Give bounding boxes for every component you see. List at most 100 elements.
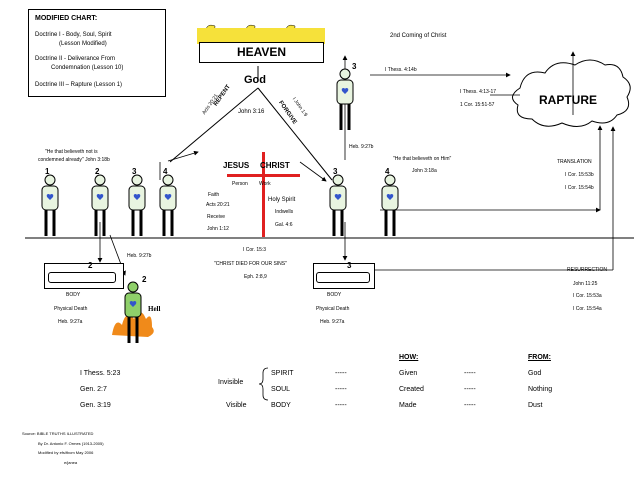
condemned-already: condemned already" John 3:18b bbox=[38, 157, 110, 163]
row2-dash1: ----- bbox=[335, 386, 347, 393]
row1-ref: I Thess. 5:23 bbox=[80, 370, 121, 377]
figure-3 bbox=[128, 174, 146, 236]
row2-from: Nothing bbox=[528, 386, 553, 393]
gal-46: Gal. 4:6 bbox=[275, 222, 293, 228]
legend-doctrine2: Doctrine II - Deliverance From bbox=[35, 56, 116, 62]
john-112: John 1:12 bbox=[207, 226, 229, 232]
cross-vertical bbox=[262, 152, 265, 237]
translation-label: TRANSLATION bbox=[557, 159, 592, 165]
tomb-left-number: 2 bbox=[88, 261, 93, 270]
christ-label: CHRIST bbox=[260, 161, 290, 170]
believeth-not: "He that believeth not is bbox=[45, 149, 98, 155]
row1-part: SPIRIT bbox=[271, 370, 294, 377]
holy-spirit-label: Holy Spirit bbox=[268, 197, 296, 203]
source-line2: By Dr. Antonio F. Ormes (1913-2005) bbox=[38, 441, 104, 446]
source-line1: Source: BIBLE TRUTHS ILLUSTRATED bbox=[22, 431, 94, 436]
work-label: Work bbox=[259, 181, 271, 187]
cor-1554b: I Cor. 15:54b bbox=[565, 185, 594, 191]
row2-ref: Gen. 2:7 bbox=[80, 386, 107, 393]
row3-part: BODY bbox=[271, 402, 291, 409]
cor-1553a: I Cor. 15:53a bbox=[573, 293, 602, 299]
god-label: God bbox=[244, 74, 266, 86]
how-header: HOW: bbox=[399, 354, 419, 361]
from-header: FROM: bbox=[528, 354, 551, 361]
figure-number-3: 3 bbox=[132, 167, 137, 176]
figure-number-1: 1 bbox=[45, 167, 50, 176]
hell-figure bbox=[124, 281, 142, 343]
legend-doctrine1-sub: (Lesson Modified) bbox=[59, 41, 107, 47]
row3-from: Dust bbox=[528, 402, 543, 409]
thess-414b: I Thess. 4:14b bbox=[385, 67, 417, 73]
physical-death-right: Physical Death bbox=[316, 306, 350, 312]
person-label: Person bbox=[232, 181, 248, 187]
heb-927b-top: Heb. 9:27b bbox=[349, 144, 374, 150]
cor-1553b: I Cor. 15:53b bbox=[565, 172, 594, 178]
figure-3-top bbox=[336, 68, 354, 130]
figure-number-2: 2 bbox=[95, 167, 100, 176]
eph-289: Eph. 2:8,9 bbox=[244, 274, 267, 280]
john-318a: John 3:18a bbox=[412, 168, 437, 174]
rapture-cloud bbox=[512, 59, 631, 127]
coffin-right bbox=[316, 272, 370, 283]
heb-927b: Heb. 9:27b bbox=[127, 253, 152, 259]
heart-icon bbox=[46, 194, 54, 200]
tomb-left bbox=[44, 263, 124, 289]
legend-box: MODIFIED CHART: Doctrine I - Body, Soul,… bbox=[28, 9, 166, 97]
heart-icon bbox=[96, 194, 104, 200]
heart-icon bbox=[133, 194, 141, 200]
legend-doctrine1: Doctrine I - Body, Soul, Spirit bbox=[35, 32, 112, 38]
row3-how: Made bbox=[399, 402, 417, 409]
legend-doctrine3: Doctrine III – Rapture (Lesson 1) bbox=[35, 82, 123, 88]
figure-4 bbox=[159, 174, 177, 236]
visible-label: Visible bbox=[226, 402, 247, 409]
thess-413: I Thess. 4:13-17 bbox=[460, 89, 497, 95]
heaven-box: HEAVEN bbox=[199, 42, 324, 63]
row3-dash1: ----- bbox=[335, 402, 347, 409]
faith-label: Faith bbox=[208, 192, 220, 198]
figure-number-4-right: 4 bbox=[385, 167, 390, 176]
body-right: BODY bbox=[327, 292, 342, 298]
heart-icon bbox=[341, 88, 349, 94]
row1-dash1: ----- bbox=[335, 370, 347, 377]
indwells-label: Indwells bbox=[275, 209, 294, 215]
legend-doctrine2-sub: Condemnation (Lesson 10) bbox=[51, 65, 124, 71]
tomb-right-number: 3 bbox=[347, 261, 352, 270]
row2-dash2: ----- bbox=[464, 386, 476, 393]
figure-number-4: 4 bbox=[163, 167, 168, 176]
physical-death-left: Physical Death bbox=[54, 306, 88, 312]
row1-dash2: ----- bbox=[464, 370, 476, 377]
hell-label: Hell bbox=[148, 305, 161, 313]
john-1125: John 11:25 bbox=[573, 281, 598, 287]
john-316: John 3:16 bbox=[238, 109, 265, 115]
believeth-on: "He that believeth on Him" bbox=[393, 156, 452, 162]
heb-927a-right: Heb. 9:27a bbox=[320, 319, 345, 325]
figure-3-right bbox=[329, 174, 347, 236]
heart-icon bbox=[164, 194, 172, 200]
figure-number-3-right: 3 bbox=[333, 167, 338, 176]
acts-2021: Acts 20:21 bbox=[206, 202, 230, 208]
second-coming-label: 2nd Coming of Christ bbox=[390, 33, 447, 39]
figure-4-right bbox=[381, 174, 399, 236]
row3-ref: Gen. 3:19 bbox=[80, 402, 111, 409]
figure-2 bbox=[91, 174, 109, 236]
body-left: BODY bbox=[66, 292, 81, 298]
jesus-label: JESUS bbox=[223, 161, 250, 170]
invisible-label: Invisible bbox=[218, 379, 244, 386]
figure-number-3-top: 3 bbox=[352, 62, 357, 71]
receive-label: Receive bbox=[207, 214, 226, 220]
brace bbox=[258, 367, 269, 401]
cor-153: I Cor. 15:3 bbox=[243, 247, 267, 253]
source-line3: Modified by efs/fbcm May 2006 bbox=[38, 450, 94, 455]
heart-icon bbox=[334, 194, 342, 200]
row2-part: SOUL bbox=[271, 386, 291, 393]
crown-band bbox=[197, 28, 325, 44]
source-line4: e/janea bbox=[64, 460, 78, 465]
cor-1554a: I Cor. 15:54a bbox=[573, 306, 602, 312]
cross-horizontal bbox=[227, 174, 300, 177]
row3-dash2: ----- bbox=[464, 402, 476, 409]
coffin-left bbox=[48, 272, 116, 283]
row2-how: Created bbox=[399, 386, 424, 393]
rapture-label: RAPTURE bbox=[539, 93, 598, 107]
heart-icon bbox=[129, 301, 137, 307]
